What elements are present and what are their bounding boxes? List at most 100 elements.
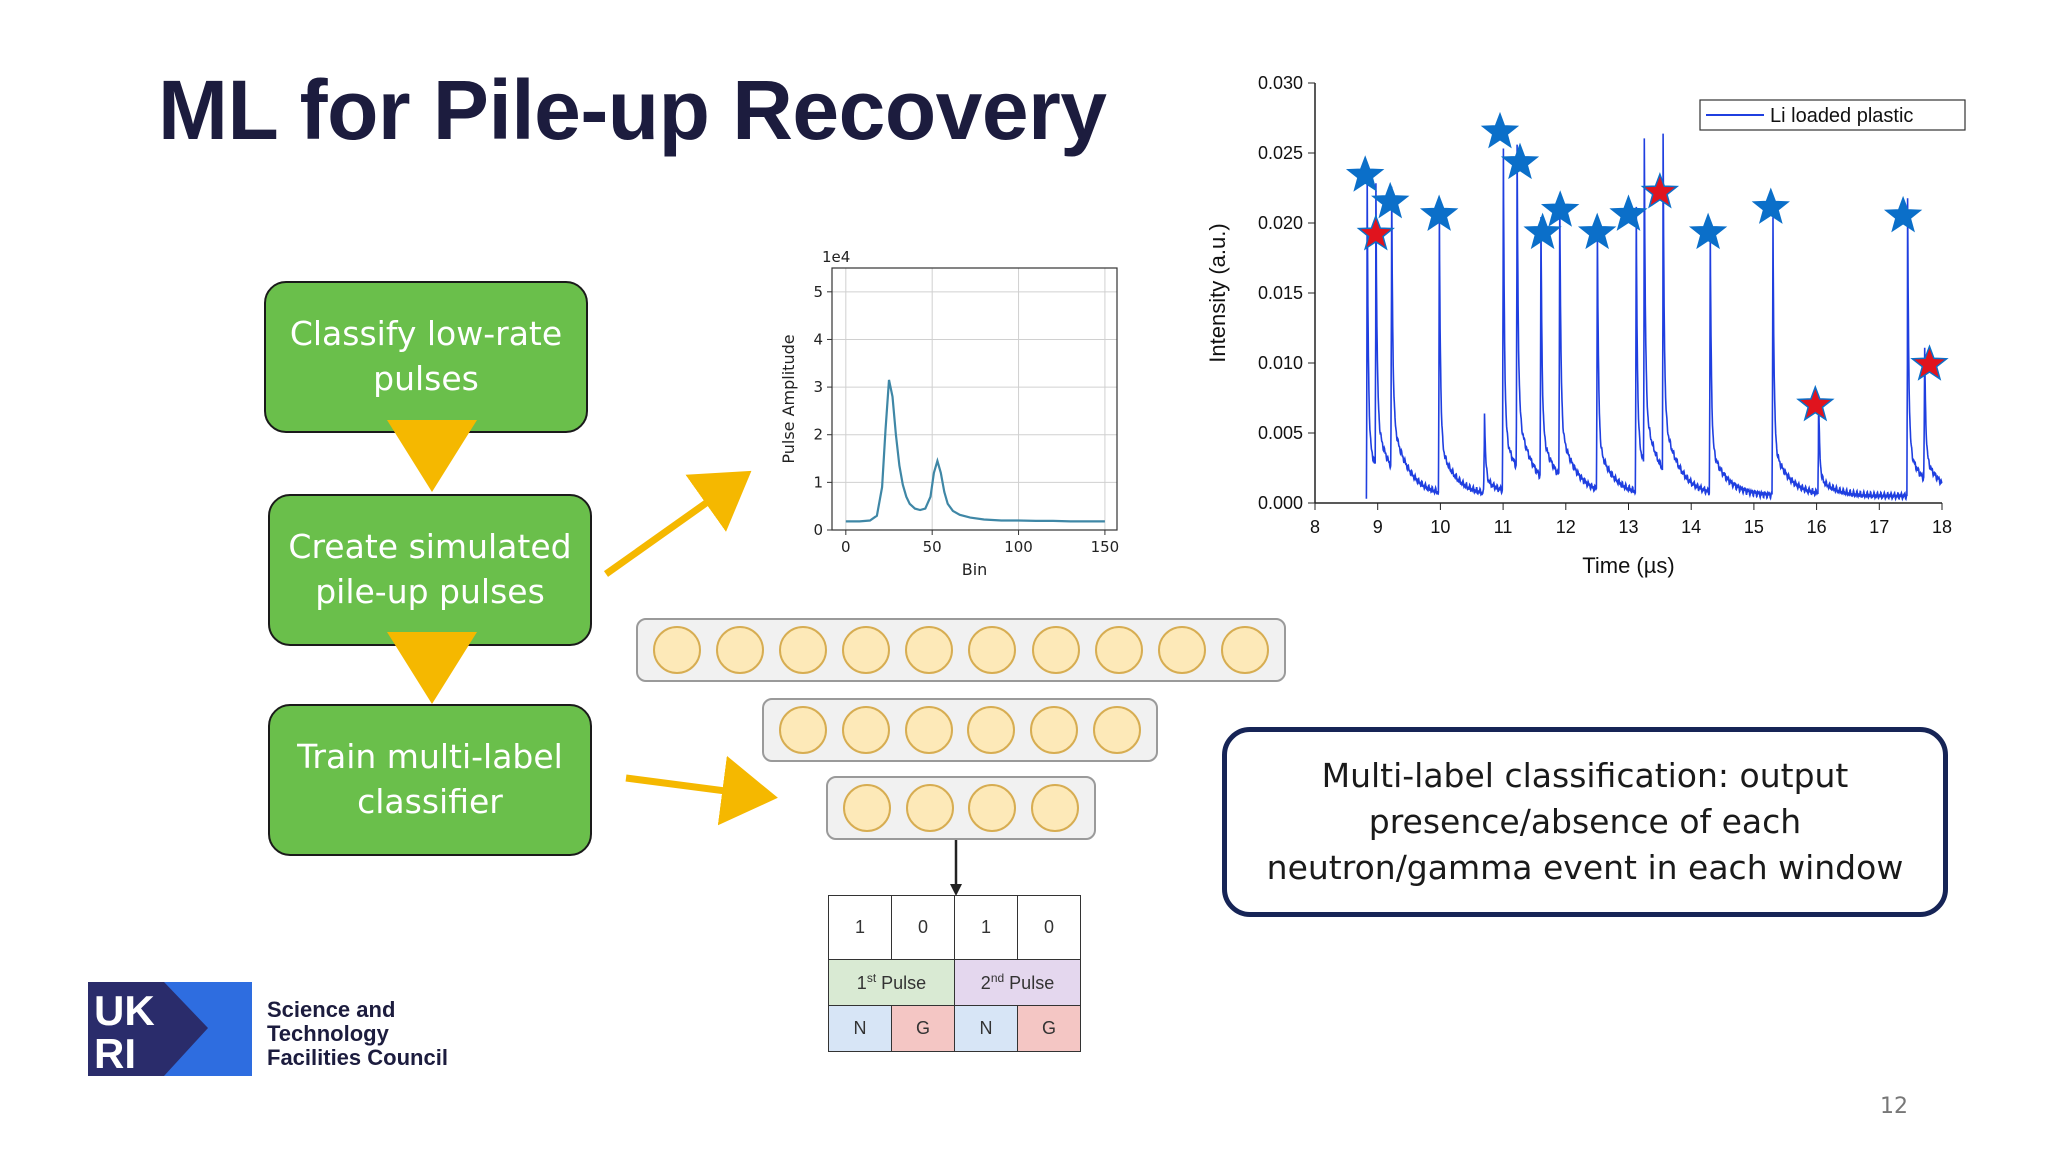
y-tick-label: 0.025 [1258, 143, 1303, 163]
step-train-box: Train multi-label classifier [268, 704, 592, 856]
y-tick-label: 0.020 [1258, 213, 1303, 233]
x-tick-label: 50 [923, 538, 942, 556]
network-node [968, 626, 1017, 674]
network-node [967, 706, 1016, 754]
network-node [779, 626, 828, 674]
x-tick-label: 0 [841, 538, 851, 556]
blue-star-marker [1371, 181, 1410, 219]
callout-line-1: Multi-label classification: output [1321, 755, 1849, 795]
x-tick-label: 8 [1310, 517, 1320, 537]
network-node [905, 784, 954, 832]
pulse2-suffix: nd [990, 971, 1005, 985]
page-number: 12 [1880, 1094, 1908, 1119]
red-star-marker [1356, 214, 1395, 251]
x-tick-label: 10 [1430, 517, 1450, 537]
ukri-logo-text: Science and Technology Facilities Counci… [267, 997, 448, 1071]
network-node [653, 626, 702, 674]
ukri-mark-top: UK [94, 987, 155, 1034]
output-label-table: 1 0 1 0 1st Pulse 2nd Pulse N G N G [828, 895, 1081, 1052]
x-tick-label: 16 [1807, 517, 1827, 537]
y-tick-label: 0.010 [1258, 353, 1303, 373]
network-node [968, 784, 1017, 832]
y-tick-label: 2 [813, 426, 823, 444]
x-tick-label: 17 [1869, 517, 1889, 537]
y-tick-label: 1 [813, 473, 823, 491]
class-cell-gamma: G [1017, 1005, 1081, 1052]
y-multiplier-label: 1e4 [822, 248, 850, 266]
network-node [1093, 706, 1142, 754]
y-tick-label: 3 [813, 378, 823, 396]
network-node [1220, 626, 1269, 674]
blue-star-marker [1419, 194, 1459, 231]
y-tick-label: 0 [813, 521, 823, 539]
output-value-cell: 1 [828, 895, 892, 960]
y-tick-label: 4 [813, 330, 823, 348]
pulse-series-line [845, 379, 1105, 523]
pulse2-word: Pulse [1004, 973, 1055, 993]
callout-line-3: neutron/gamma event in each window [1266, 848, 1904, 888]
network-node [841, 706, 890, 754]
network-node [904, 706, 953, 754]
blue-star-marker [1523, 212, 1562, 250]
ukri-logo: UK RI [88, 982, 252, 1076]
network-node [1031, 626, 1080, 674]
pulse1-suffix: st [866, 971, 877, 985]
logo-text-line3: Facilities Council [267, 1045, 448, 1071]
y-axis-label: Intensity (a.u.) [1205, 223, 1230, 362]
network-layer-3 [826, 776, 1096, 840]
network-node [842, 626, 891, 674]
network-node [905, 626, 954, 674]
blue-star-marker [1577, 212, 1617, 250]
y-tick-label: 5 [813, 283, 823, 301]
class-cell-neutron: N [828, 1005, 892, 1052]
blue-star-marker [1751, 187, 1790, 224]
network-node [716, 626, 765, 674]
arrow-to-network [625, 755, 778, 826]
step-train-line2: classifier [357, 782, 503, 821]
network-node [1157, 626, 1206, 674]
x-tick-label: 9 [1373, 517, 1383, 537]
ukri-mark-bottom: RI [94, 1030, 136, 1076]
blue-star-marker [1540, 190, 1580, 227]
x-tick-label: 12 [1556, 517, 1576, 537]
x-axis-label: Time (µs) [1582, 553, 1675, 578]
second-pulse-header: 2nd Pulse [954, 959, 1081, 1006]
y-tick-label: 0.000 [1258, 493, 1303, 513]
blue-star-marker [1688, 212, 1728, 250]
output-value-cell: 0 [891, 895, 955, 960]
plot-frame [831, 267, 1118, 531]
step-train-line1: Train multi-label [297, 737, 563, 777]
network-node [1030, 706, 1079, 754]
pulse2-number: 2 [980, 973, 991, 993]
class-cell-gamma: G [891, 1005, 955, 1052]
network-node [842, 784, 891, 832]
network-node [778, 706, 827, 754]
multi-label-callout: Multi-label classification: output prese… [1222, 727, 1948, 917]
y-tick-label: 0.030 [1258, 73, 1303, 93]
network-layer-2 [762, 698, 1158, 762]
blue-star-marker [1480, 111, 1520, 149]
output-value-cell: 1 [954, 895, 1018, 960]
blue-star-marker [1609, 194, 1648, 231]
logo-text-line2: Technology [267, 1021, 389, 1047]
x-tick-label: 13 [1618, 517, 1638, 537]
x-tick-label: 14 [1681, 517, 1701, 537]
x-axis-label: Bin [962, 560, 988, 579]
y-tick-label: 0.015 [1258, 283, 1303, 303]
pulse1-word: Pulse [876, 973, 927, 993]
pulse1-number: 1 [856, 973, 867, 993]
x-tick-label: 100 [1004, 538, 1033, 556]
x-tick-label: 15 [1744, 517, 1764, 537]
x-tick-label: 11 [1494, 517, 1513, 537]
class-cell-neutron: N [954, 1005, 1018, 1052]
step-simulate-line2: pile-up pulses [315, 572, 545, 611]
y-tick-label: 0.005 [1258, 423, 1303, 443]
network-output-arrowhead [950, 884, 962, 896]
output-value-cell: 0 [1017, 895, 1081, 960]
step-classify-line1: Classify low-rate [289, 314, 563, 354]
